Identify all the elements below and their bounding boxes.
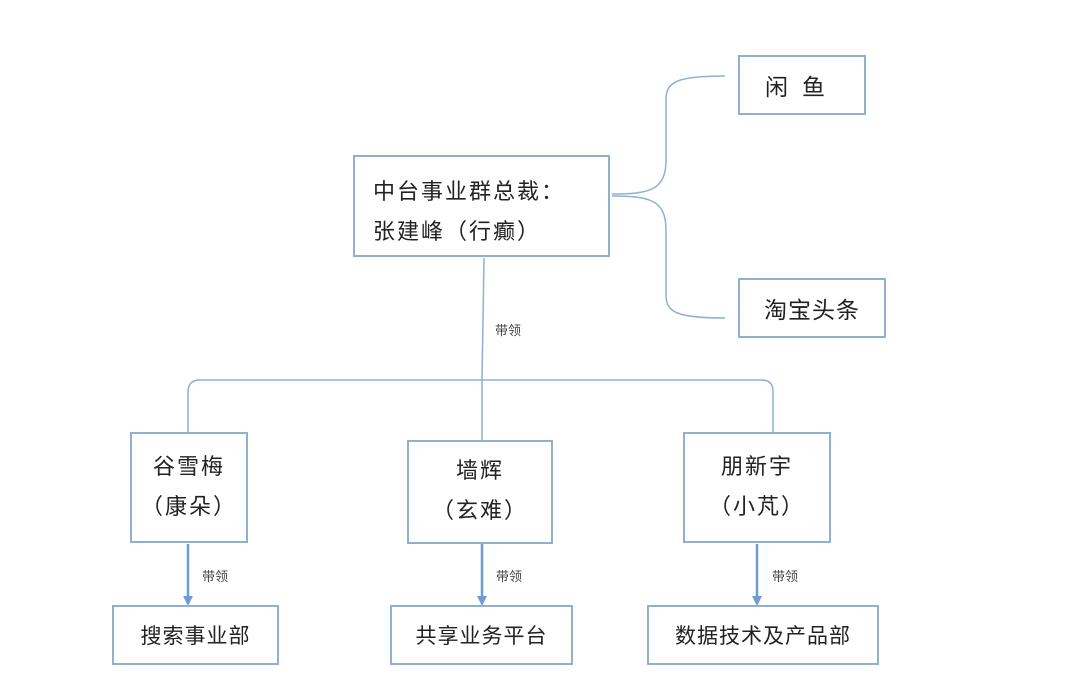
leader-name: 墙辉 [455,459,504,484]
leader-alias: （小芃） [708,494,805,520]
taobao-toutiao-label: 淘宝头条 [764,298,860,324]
president-title: 中台事业群总裁： [373,180,566,205]
brace-connector [611,75,726,195]
department-label: 共享业务平台 [415,624,548,648]
president-name: 张建峰（行癫） [373,220,542,245]
department-node-1: 搜索事业部 [112,605,279,665]
xianyu-label: 闲鱼 [765,75,839,101]
department-label: 搜索事业部 [140,624,251,648]
leader-name: 朋新宇 [720,454,793,480]
leader-node-3: 朋新宇 （小芃） [683,432,831,543]
leader-node-1: 谷雪梅 （康朵） [130,432,248,543]
department-label: 数据技术及产品部 [675,624,851,648]
leader-alias: （康朵） [140,494,237,520]
leads-label-2: 带领 [496,570,523,585]
leader-node-2: 墙辉 （玄难） [407,440,553,544]
leader-name: 谷雪梅 [152,454,225,480]
department-node-3: 数据技术及产品部 [647,605,879,665]
leads-label-3: 带领 [772,570,799,585]
leads-label-main: 带领 [495,324,522,339]
department-node-2: 共享业务平台 [390,605,573,665]
bus-line [187,379,774,432]
brace-connector [611,195,726,319]
xianyu-node: 闲鱼 [738,55,866,115]
leads-label-1: 带领 [202,570,229,585]
taobao-toutiao-node: 淘宝头条 [738,278,886,338]
trunk-line [481,257,485,381]
leader-alias: （玄难） [431,499,528,524]
president-node: 中台事业群总裁： 张建峰（行癫） [353,155,610,257]
